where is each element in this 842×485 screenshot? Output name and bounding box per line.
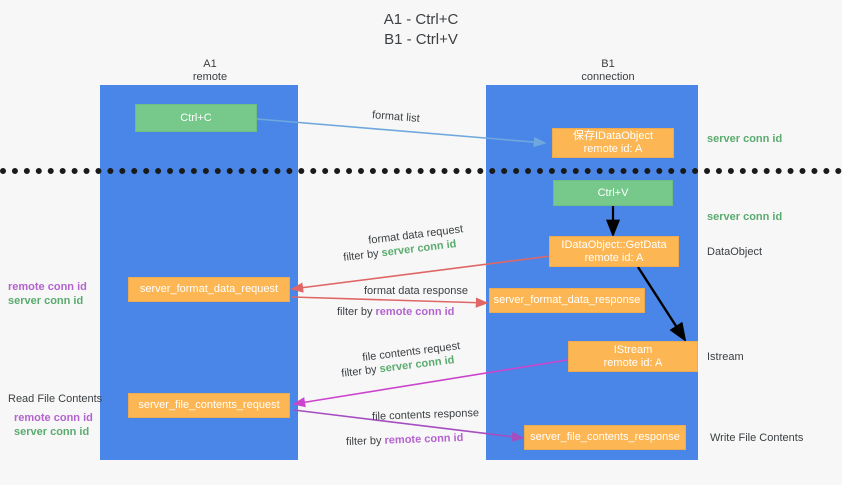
node-idataobject-store-line1: 保存IDataObject: [572, 130, 654, 142]
side-label-server-conn-id-bottom-text: server conn id: [14, 426, 90, 438]
node-server-file-contents-response-label: server_file_contents_response: [530, 431, 680, 443]
node-server-file-contents-request-label: server_file_contents_request: [138, 399, 280, 411]
node-ctrl-v[interactable]: Ctrl+V: [553, 180, 673, 206]
side-label-server-conn-id-left-mid-text: server conn id: [8, 295, 84, 307]
side-label-remote-conn-id-bottom: remote conn id: [14, 411, 93, 425]
side-label-server-conn-id-mid: server conn id: [707, 210, 782, 224]
filter-by-text-1: filter by: [342, 247, 380, 264]
side-label-server-conn-id-top-text: server conn id: [707, 133, 783, 145]
remote-conn-id-text-2: remote conn id: [384, 431, 464, 447]
side-label-server-conn-id-left-mid: server conn id: [8, 294, 83, 308]
column-header-a1: A1 remote: [120, 58, 300, 84]
side-label-server-conn-id-top: server conn id: [707, 132, 782, 146]
title-line-2: B1 - Ctrl+V: [384, 31, 458, 48]
side-label-remote-conn-id-bottom-text: remote conn id: [14, 412, 93, 424]
node-istream-line2: remote id: A: [603, 356, 663, 369]
side-label-read-file-contents-text: Read File Contents: [8, 393, 103, 405]
node-idataobject-store-line2: remote id: A: [583, 143, 643, 155]
side-label-server-conn-id-mid-text: server conn id: [707, 211, 783, 223]
edge-label-format-data-response-filter: filter by remote conn id: [337, 305, 454, 319]
node-server-format-data-request-label: server_format_data_request: [139, 283, 279, 295]
node-istream-line1: IStream: [613, 343, 653, 356]
side-label-istream: Istream: [707, 350, 744, 364]
column-header-b1-name: B1: [601, 58, 615, 70]
side-label-dataobject: DataObject: [707, 245, 762, 259]
node-server-format-data-response[interactable]: server_format_data_response: [489, 288, 645, 313]
page-title: A1 - Ctrl+C B1 - Ctrl+V: [0, 10, 842, 50]
node-idataobject-store[interactable]: 保存IDataObject remote id: A: [552, 128, 674, 158]
filter-by-text-3: filter by: [340, 363, 378, 380]
node-getdata-line1: IDataObject::GetData: [561, 238, 667, 251]
remote-conn-id-text-1: remote conn id: [375, 306, 455, 318]
side-label-server-conn-id-bottom: server conn id: [14, 425, 89, 439]
filter-by-text-4: filter by: [345, 434, 382, 449]
node-server-format-data-request[interactable]: server_format_data_request: [128, 277, 290, 302]
node-ctrl-c-label: Ctrl+C: [180, 111, 212, 124]
column-header-b1-role: connection: [581, 71, 635, 83]
node-server-format-data-response-label: server_format_data_response: [493, 294, 641, 306]
edge-label-file-contents-response-text: file contents response: [371, 407, 480, 423]
edge-label-format-list: format list: [372, 108, 421, 126]
node-getdata-line2: remote id: A: [584, 251, 644, 264]
title-line-1: A1 - Ctrl+C: [383, 11, 459, 28]
node-istream[interactable]: IStream remote id: A: [568, 341, 698, 372]
filter-by-text-2: filter by: [337, 306, 373, 318]
node-server-file-contents-response[interactable]: server_file_contents_response: [524, 425, 686, 450]
side-label-remote-conn-id-mid: remote conn id: [8, 280, 87, 294]
column-header-a1-name: A1: [203, 58, 217, 70]
phase-divider: [0, 168, 842, 174]
edge-label-format-data-response: format data response: [364, 284, 468, 298]
node-ctrl-c[interactable]: Ctrl+C: [135, 104, 257, 132]
node-server-file-contents-request[interactable]: server_file_contents_request: [128, 393, 290, 418]
side-label-dataobject-text: DataObject: [707, 246, 763, 258]
side-label-write-file-contents: Write File Contents: [710, 431, 803, 445]
side-label-remote-conn-id-mid-text: remote conn id: [8, 281, 87, 293]
side-label-write-file-contents-text: Write File Contents: [710, 432, 804, 444]
edge-label-file-contents-response-filter: filter by remote conn id: [346, 431, 464, 449]
column-header-a1-role: remote: [192, 71, 228, 83]
node-idataobject-getdata[interactable]: IDataObject::GetData remote id: A: [549, 236, 679, 267]
edge-label-file-contents-response: file contents response: [372, 406, 479, 424]
side-label-istream-text: Istream: [707, 351, 744, 363]
column-header-b1: B1 connection: [518, 58, 698, 84]
edge-label-format-data-response-text: format data response: [364, 285, 468, 297]
node-ctrl-v-label: Ctrl+V: [597, 186, 629, 199]
edge-label-format-list-text: format list: [371, 109, 421, 125]
side-label-read-file-contents: Read File Contents: [8, 392, 102, 406]
